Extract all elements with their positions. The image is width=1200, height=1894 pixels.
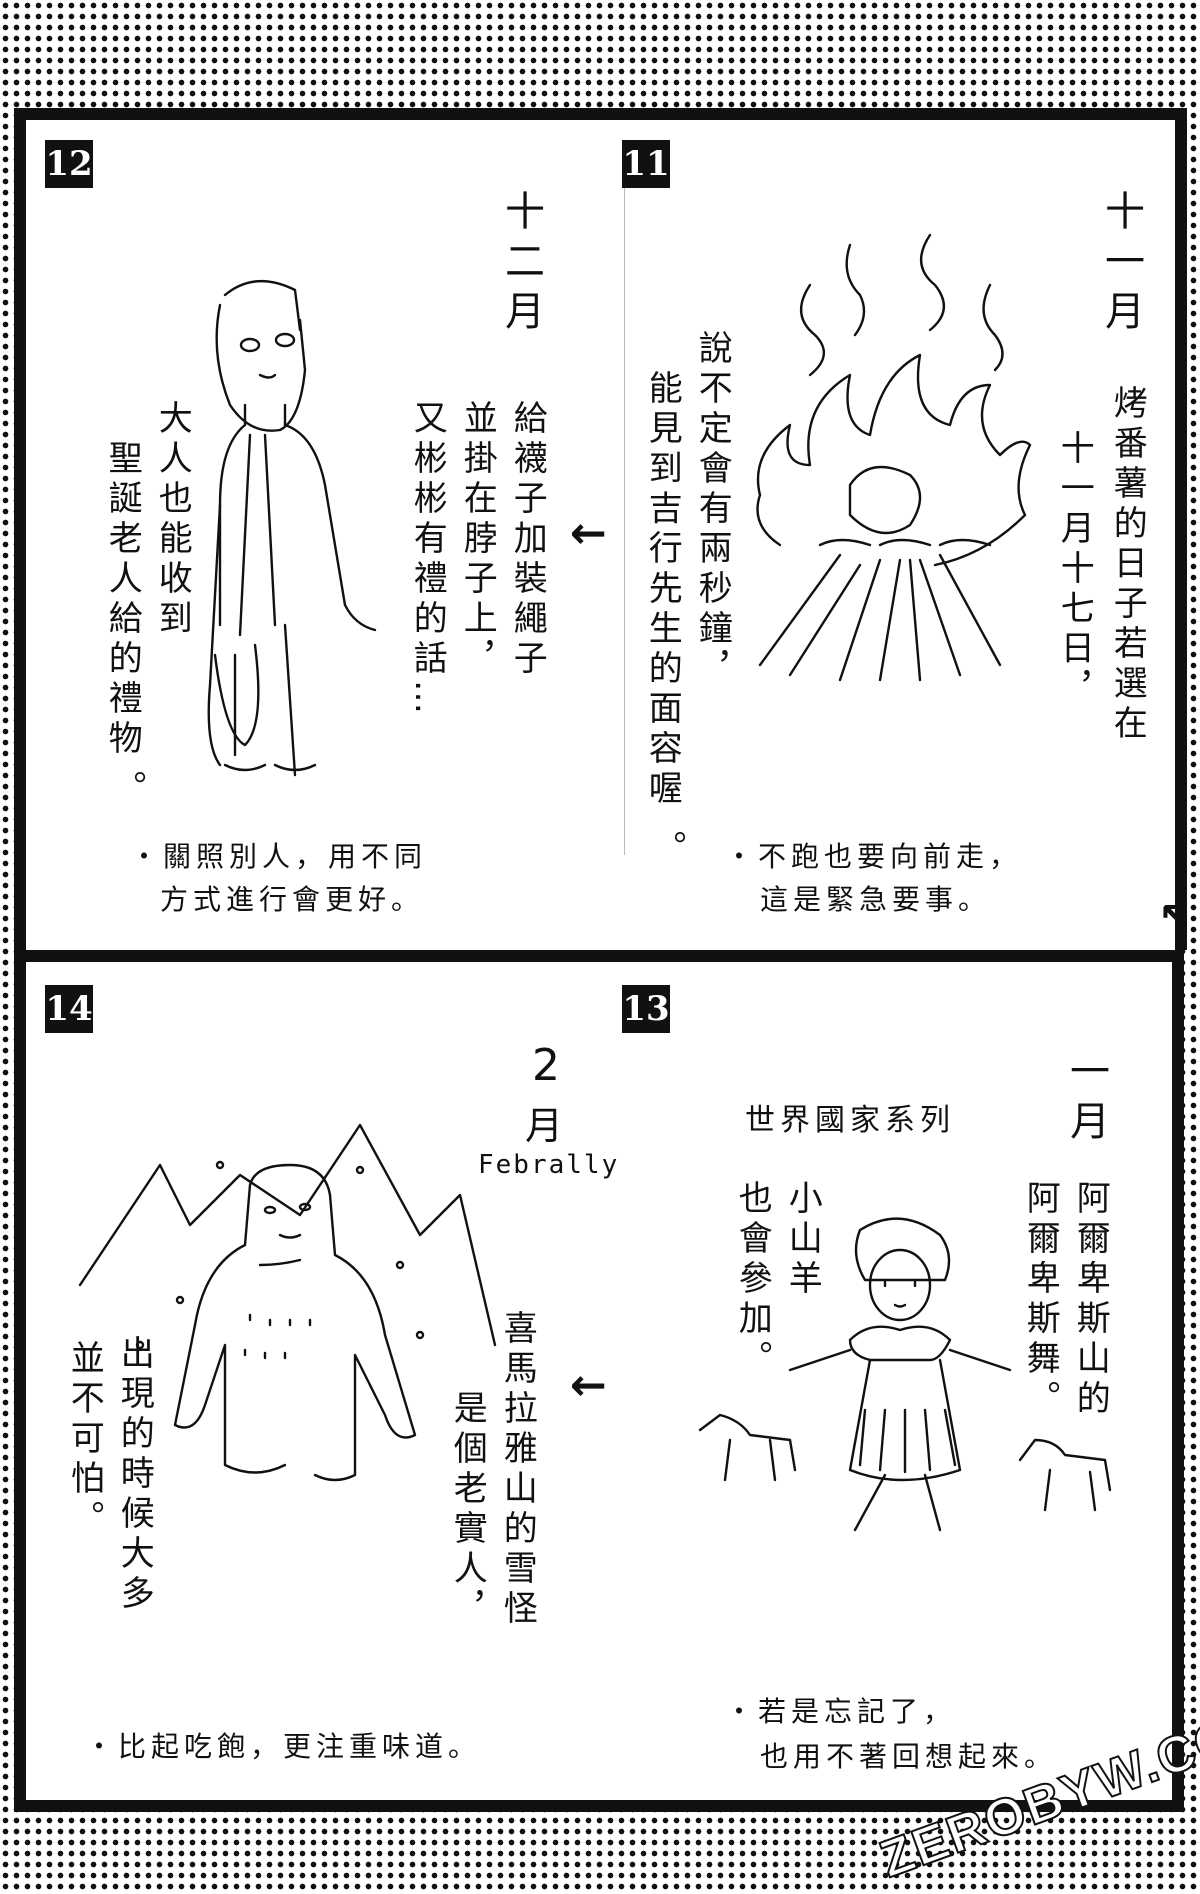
yeti-mountains-illustration: [78, 1123, 497, 1482]
panel-13-caption-2: 也用不著回想起來。: [760, 1740, 1058, 1773]
panel-11-text-mid3: 。: [646, 830, 687, 870]
panel-13-header: 世界國家系列: [745, 1103, 955, 1138]
arrow-left-icon-2: ←: [570, 1360, 607, 1411]
panel-number-11: 11: [622, 140, 670, 188]
man-with-sock-illustration: [207, 279, 377, 777]
panel-11-text-mid: 說不定會有兩秒鐘，: [692, 330, 733, 690]
panel-11-month: 十一月: [1098, 190, 1144, 340]
panel-11-caption-1: ・不跑也要向前走，: [725, 840, 1023, 873]
panel-12-caption-1: ・關照別人，用不同: [130, 840, 428, 873]
panel-13-text-a: 阿爾卑斯山的: [1070, 1180, 1111, 1420]
panel-14-text-a: 喜馬拉雅山的雪怪: [497, 1310, 538, 1630]
panel-13-text-b: 阿爾卑斯舞。: [1020, 1180, 1061, 1420]
bonfire-illustration: [756, 233, 1032, 682]
arrow-left-icon: ←: [570, 508, 607, 559]
panel-14-month-num: 2: [532, 1040, 560, 1091]
panel-13-month: 一月: [1063, 1050, 1109, 1150]
panel-12-caption-2: 方式進行會更好。: [160, 883, 425, 916]
top-frame: [14, 108, 1187, 950]
panel-12-text-c: 又彬彬有禮的話…: [407, 400, 448, 720]
panel-11-text-right: 烤番薯的日子若選在: [1107, 385, 1148, 745]
panel-11-text-mid2: 能見到吉行先生的面容喔: [642, 370, 683, 810]
panel-14-month-char: 月: [525, 1104, 564, 1148]
panel-12-month: 十二月: [498, 190, 544, 340]
panel-12-text-a: 給襪子加裝繩子: [507, 400, 548, 680]
alpine-girl-illustration: [698, 1217, 1112, 1532]
panel-number-13: 13: [622, 985, 670, 1033]
panel-11-text-right2: 十一月十七日，: [1054, 430, 1095, 710]
corner-arrow-icon: ↖: [1158, 895, 1192, 941]
panel-12-text-e: 聖誕老人給的禮物: [102, 440, 143, 760]
panel-14-caption-1: ・比起吃飽，更注重味道。: [85, 1730, 482, 1763]
panel-11-caption-2: 這是緊急要事。: [760, 883, 992, 916]
panel-14-text-c: 出現的時候大多: [114, 1335, 155, 1615]
panel-14-month-en: Febrally: [478, 1150, 620, 1180]
panel-13-caption-1: ・若是忘記了，: [725, 1695, 957, 1728]
bottom-frame: [14, 950, 1184, 1812]
panel-14-text-b: 是個老實人，: [447, 1390, 488, 1630]
panel-12-text-b: 並掛在脖子上，: [457, 400, 498, 680]
panel-12-text-d: 大人也能收到: [152, 400, 193, 640]
panel-number-14: 14: [45, 985, 93, 1033]
panel-13-text-d: 也會參加。: [732, 1180, 773, 1380]
panel-number-12: 12: [45, 140, 93, 188]
panel-12-text-e2: 。: [106, 770, 147, 810]
panel-divider: [624, 175, 625, 855]
panel-13-text-c: 小山羊: [782, 1180, 823, 1300]
panel-14-text-d: 並不可怕。: [64, 1340, 105, 1540]
